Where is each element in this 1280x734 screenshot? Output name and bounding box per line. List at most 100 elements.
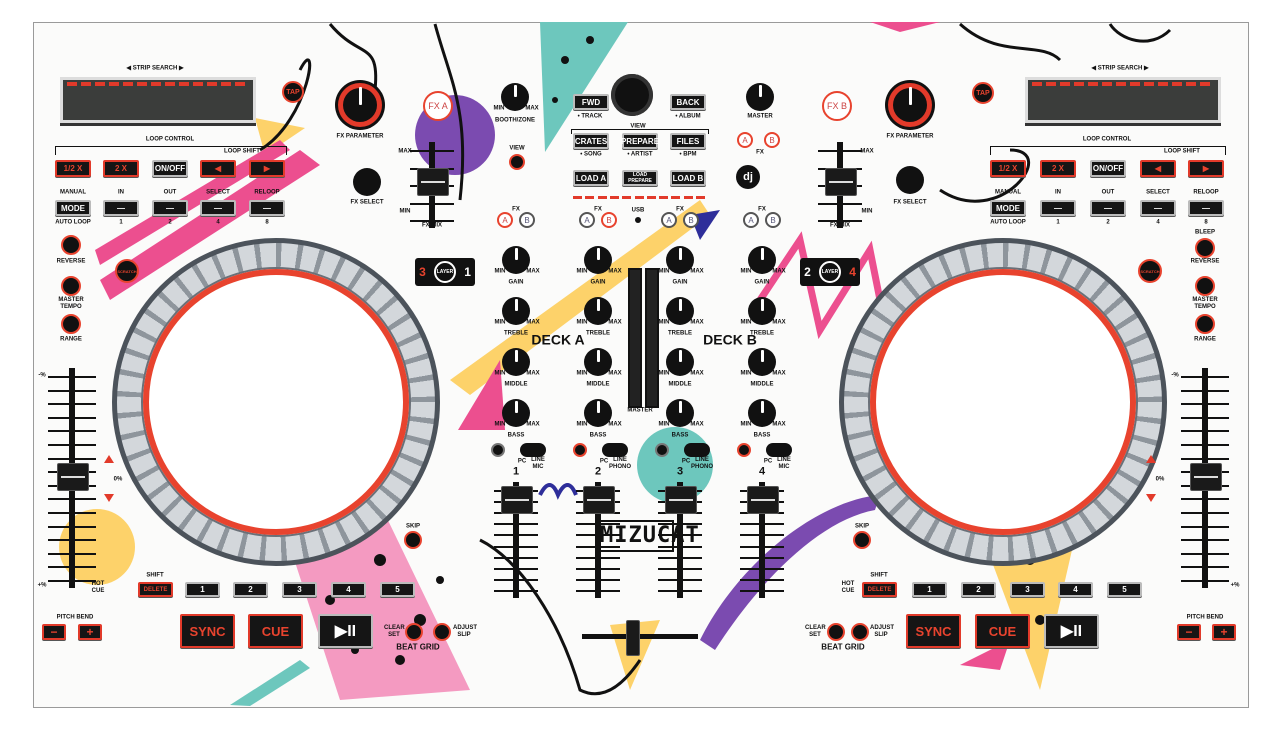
channel-4-bass-knob[interactable]: [748, 399, 776, 427]
left-loop-shift-right-button[interactable]: ▶: [249, 160, 285, 177]
left-loop-in-button[interactable]: —: [103, 200, 139, 216]
right-loop-out-button[interactable]: —: [1090, 200, 1126, 216]
left-fx-unit-button[interactable]: FX A: [423, 91, 453, 121]
left-mode-button[interactable]: MODE: [55, 200, 91, 216]
right-master-tempo-button[interactable]: [1195, 276, 1215, 296]
right-jog-wheel[interactable]: [839, 238, 1167, 566]
left-half-x-button[interactable]: 1/2 X: [55, 160, 91, 177]
right-sync-button[interactable]: SYNC: [906, 614, 961, 648]
load-b-button[interactable]: LOAD B: [670, 170, 706, 186]
fwd-button[interactable]: FWD: [573, 94, 609, 110]
right-adjust-slip-button[interactable]: [851, 623, 869, 641]
channel-2-input-toggle[interactable]: [602, 443, 628, 457]
right-pitch-fader-handle[interactable]: [1190, 463, 1222, 491]
channel-2-fx-b-button[interactable]: B: [601, 212, 617, 228]
master-fx-b-button[interactable]: B: [764, 132, 780, 148]
left-clear-set-button[interactable]: [405, 623, 423, 641]
right-tap-button[interactable]: TAP: [972, 82, 994, 104]
left-hot-cue-pad-2[interactable]: 2: [233, 582, 268, 597]
left-fx-select-knob[interactable]: [353, 168, 381, 196]
right-strip-search-display[interactable]: [1025, 77, 1221, 123]
left-loop-select-button[interactable]: —: [200, 200, 236, 216]
layer-button[interactable]: LAYER: [818, 261, 841, 283]
channel-2-headphone-cue-button[interactable]: [573, 443, 587, 457]
right-hot-cue-pad-5[interactable]: 5: [1107, 582, 1142, 597]
right-skip-button[interactable]: [853, 531, 871, 549]
right-clear-set-button[interactable]: [827, 623, 845, 641]
left-loop-reloop-button[interactable]: —: [249, 200, 285, 216]
channel-1-input-toggle[interactable]: [520, 443, 546, 457]
left-fx-mix-fader-handle[interactable]: [417, 168, 449, 196]
right-scratch-button[interactable]: SCRATCH: [1138, 259, 1162, 283]
right-pitch-bend-minus[interactable]: −: [1177, 624, 1201, 640]
load-a-button[interactable]: LOAD A: [573, 170, 609, 186]
right-fx-unit-button[interactable]: FX B: [822, 91, 852, 121]
left-tap-button[interactable]: TAP: [282, 81, 304, 103]
right-reverse-button[interactable]: [1195, 238, 1215, 258]
left-reverse-button[interactable]: [61, 235, 81, 255]
left-fx-parameter-knob[interactable]: [338, 83, 382, 127]
channel-3-fx-a-button[interactable]: A: [661, 212, 677, 228]
right-fx-mix-fader-handle[interactable]: [825, 168, 857, 196]
load-prepare-button[interactable]: LOAD PREPARE: [622, 170, 658, 186]
left-jog-platter[interactable]: [143, 269, 409, 535]
booth-zone-knob[interactable]: [501, 83, 529, 111]
channel-4-middle-knob[interactable]: [748, 348, 776, 376]
right-loop-on-off-button[interactable]: ON/OFF: [1090, 160, 1126, 177]
left-hot-cue-pad-5[interactable]: 5: [380, 582, 415, 597]
left-double-x-button[interactable]: 2 X: [103, 160, 139, 177]
channel-4-input-toggle[interactable]: [766, 443, 792, 457]
prepare-button[interactable]: PREPARE: [621, 133, 659, 149]
left-cue-button[interactable]: CUE: [248, 614, 303, 648]
right-fx-select-knob[interactable]: [896, 166, 924, 194]
master-knob[interactable]: [746, 83, 774, 111]
crates-button[interactable]: CRATES: [573, 133, 609, 149]
channel-4-gain-knob[interactable]: [748, 246, 776, 274]
right-hot-cue-pad-1[interactable]: 1: [912, 582, 947, 597]
channel-3-headphone-cue-button[interactable]: [655, 443, 669, 457]
left-delete-button[interactable]: DELETE: [138, 582, 173, 597]
right-half-x-button[interactable]: 1/2 X: [990, 160, 1026, 177]
left-loop-out-button[interactable]: —: [152, 200, 188, 216]
right-loop-shift-right-button[interactable]: ▶: [1188, 160, 1224, 177]
left-sync-button[interactable]: SYNC: [180, 614, 235, 648]
channel-2-bass-knob[interactable]: [584, 399, 612, 427]
right-loop-shift-left-button[interactable]: ◀: [1140, 160, 1176, 177]
left-master-tempo-button[interactable]: [61, 276, 81, 296]
left-skip-button[interactable]: [404, 531, 422, 549]
channel-4-headphone-cue-button[interactable]: [737, 443, 751, 457]
left-loop-shift-left-button[interactable]: ◀: [200, 160, 236, 177]
back-button[interactable]: BACK: [670, 94, 706, 110]
channel-2-volume-fader-handle[interactable]: [583, 486, 615, 514]
left-hot-cue-pad-1[interactable]: 1: [185, 582, 220, 597]
channel-1-headphone-cue-button[interactable]: [491, 443, 505, 457]
channel-1-treble-knob[interactable]: [502, 297, 530, 325]
right-play-pause-button[interactable]: ▶II: [1044, 614, 1099, 648]
channel-3-gain-knob[interactable]: [666, 246, 694, 274]
channel-1-fx-b-button[interactable]: B: [519, 212, 535, 228]
right-cue-button[interactable]: CUE: [975, 614, 1030, 648]
right-delete-button[interactable]: DELETE: [862, 582, 897, 597]
right-loop-reloop-button[interactable]: —: [1188, 200, 1224, 216]
channel-3-bass-knob[interactable]: [666, 399, 694, 427]
right-double-x-button[interactable]: 2 X: [1040, 160, 1076, 177]
left-play-pause-button[interactable]: ▶II: [318, 614, 373, 648]
left-adjust-slip-button[interactable]: [433, 623, 451, 641]
channel-1-middle-knob[interactable]: [502, 348, 530, 376]
channel-3-middle-knob[interactable]: [666, 348, 694, 376]
left-loop-on-off-button[interactable]: ON/OFF: [152, 160, 188, 177]
right-jog-platter[interactable]: [870, 269, 1136, 535]
channel-2-middle-knob[interactable]: [584, 348, 612, 376]
left-pitch-bend-plus[interactable]: +: [78, 624, 102, 640]
right-loop-select-button[interactable]: —: [1140, 200, 1176, 216]
right-hot-cue-pad-3[interactable]: 3: [1010, 582, 1045, 597]
channel-3-input-toggle[interactable]: [684, 443, 710, 457]
right-hot-cue-pad-2[interactable]: 2: [961, 582, 996, 597]
right-range-button[interactable]: [1195, 314, 1215, 334]
channel-3-volume-fader-handle[interactable]: [665, 486, 697, 514]
channel-2-gain-knob[interactable]: [584, 246, 612, 274]
right-mode-button[interactable]: MODE: [990, 200, 1026, 216]
crossfader-handle[interactable]: [626, 620, 640, 656]
channel-1-gain-knob[interactable]: [502, 246, 530, 274]
